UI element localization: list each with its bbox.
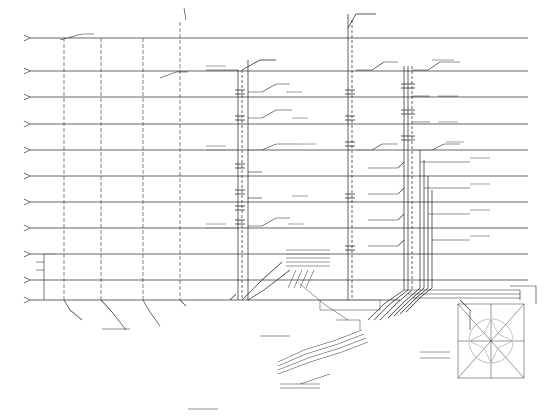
branch-pipe xyxy=(36,261,44,271)
valve-symbol xyxy=(235,219,245,225)
title-underlines xyxy=(102,328,290,410)
valve-symbol xyxy=(401,109,415,115)
hatch-box xyxy=(319,299,381,311)
branch-pipe xyxy=(247,269,291,301)
branch-pipe xyxy=(248,83,290,93)
branch-pipe xyxy=(241,261,283,301)
leader-line xyxy=(241,59,276,71)
branch-pipe xyxy=(368,161,405,169)
annotation-stub xyxy=(470,157,490,237)
level-marker xyxy=(23,250,31,258)
leader-line xyxy=(347,13,376,29)
level-marker xyxy=(23,276,31,284)
branch-pipe xyxy=(100,299,127,331)
bundle-pipe xyxy=(387,287,421,319)
watermark-emblem xyxy=(468,318,514,364)
branch-pipe xyxy=(412,61,460,71)
bundle-pipe xyxy=(510,285,537,304)
valve-symbol xyxy=(235,89,245,95)
branch-pipe xyxy=(229,293,237,301)
level-marker xyxy=(23,120,31,128)
bundle-pipe xyxy=(373,289,409,321)
dimension-line xyxy=(420,351,450,359)
dimension-line xyxy=(280,383,320,389)
bundle-pipe xyxy=(277,337,367,371)
valve-symbol xyxy=(235,115,245,121)
annotation-marks xyxy=(206,59,490,237)
hatched-pipe-cluster xyxy=(286,249,381,330)
bundle-pipe xyxy=(277,329,363,363)
bundle-pipe xyxy=(393,287,425,317)
level-marker xyxy=(23,93,31,101)
left-risers xyxy=(63,22,181,300)
bottom-diagonal-cluster xyxy=(277,329,369,389)
level-marker xyxy=(23,34,31,42)
branch-pipe xyxy=(412,143,460,151)
branch-pipe xyxy=(63,299,83,321)
bundle-pipe xyxy=(277,333,365,367)
right-branches xyxy=(356,61,470,247)
level-marker xyxy=(23,198,31,206)
level-marker xyxy=(23,67,31,75)
annotation-stub xyxy=(286,91,316,225)
left-floor-markers xyxy=(23,34,31,304)
hatch-lines xyxy=(287,269,315,289)
valve-symbol xyxy=(401,135,415,141)
branch-pipe xyxy=(248,143,300,151)
bundle-pipe xyxy=(379,289,413,321)
level-marker xyxy=(23,172,31,180)
leader-line xyxy=(183,7,187,21)
valve-symbol xyxy=(345,141,355,147)
isometric-pipe-bundle xyxy=(367,285,537,330)
valve-symbol xyxy=(345,245,355,251)
branch-pipe xyxy=(179,299,187,307)
valve-symbol xyxy=(235,205,245,211)
bundle-pipe xyxy=(277,341,369,375)
bundle-pipe xyxy=(336,319,361,330)
hatch-lines xyxy=(286,249,330,267)
bundle-pipe xyxy=(404,289,520,299)
level-marker xyxy=(23,146,31,154)
branch-pipe xyxy=(356,61,398,71)
left-bottom-branches xyxy=(36,7,188,331)
leader-line xyxy=(159,71,188,79)
middle-branches xyxy=(206,69,300,301)
bundle-pipe xyxy=(405,287,433,313)
branch-pipe xyxy=(368,239,405,247)
bundle-pipe xyxy=(299,373,331,385)
annotation-stub xyxy=(432,59,464,143)
branch-pipe xyxy=(368,213,405,221)
detail-cross xyxy=(457,303,525,379)
emblem-star xyxy=(468,318,514,364)
annotation-stub xyxy=(206,65,226,225)
valve-symbol xyxy=(345,115,355,121)
detail-box xyxy=(420,303,525,379)
valve-symbol xyxy=(235,163,245,169)
branch-pipe xyxy=(368,187,405,195)
bundle-pipe xyxy=(299,283,349,321)
leader-line xyxy=(59,33,94,41)
branch-pipe xyxy=(248,109,292,119)
valve-symbol xyxy=(345,193,355,199)
valve-symbol xyxy=(401,83,415,89)
branch-pipe xyxy=(248,217,290,227)
level-marker xyxy=(23,224,31,232)
branch-pipe xyxy=(43,253,56,300)
valve-symbol xyxy=(235,189,245,195)
branch-pipe xyxy=(142,299,161,327)
level-marker xyxy=(23,296,31,304)
branch-pipe xyxy=(356,143,398,151)
valve-symbol xyxy=(345,89,355,95)
middle-riser-group xyxy=(237,59,276,300)
bundle-pipe xyxy=(459,299,471,330)
right-fittings xyxy=(345,83,415,251)
right-riser-group xyxy=(347,13,433,300)
middle-fittings xyxy=(235,89,245,225)
bundle-pipe xyxy=(367,289,405,321)
